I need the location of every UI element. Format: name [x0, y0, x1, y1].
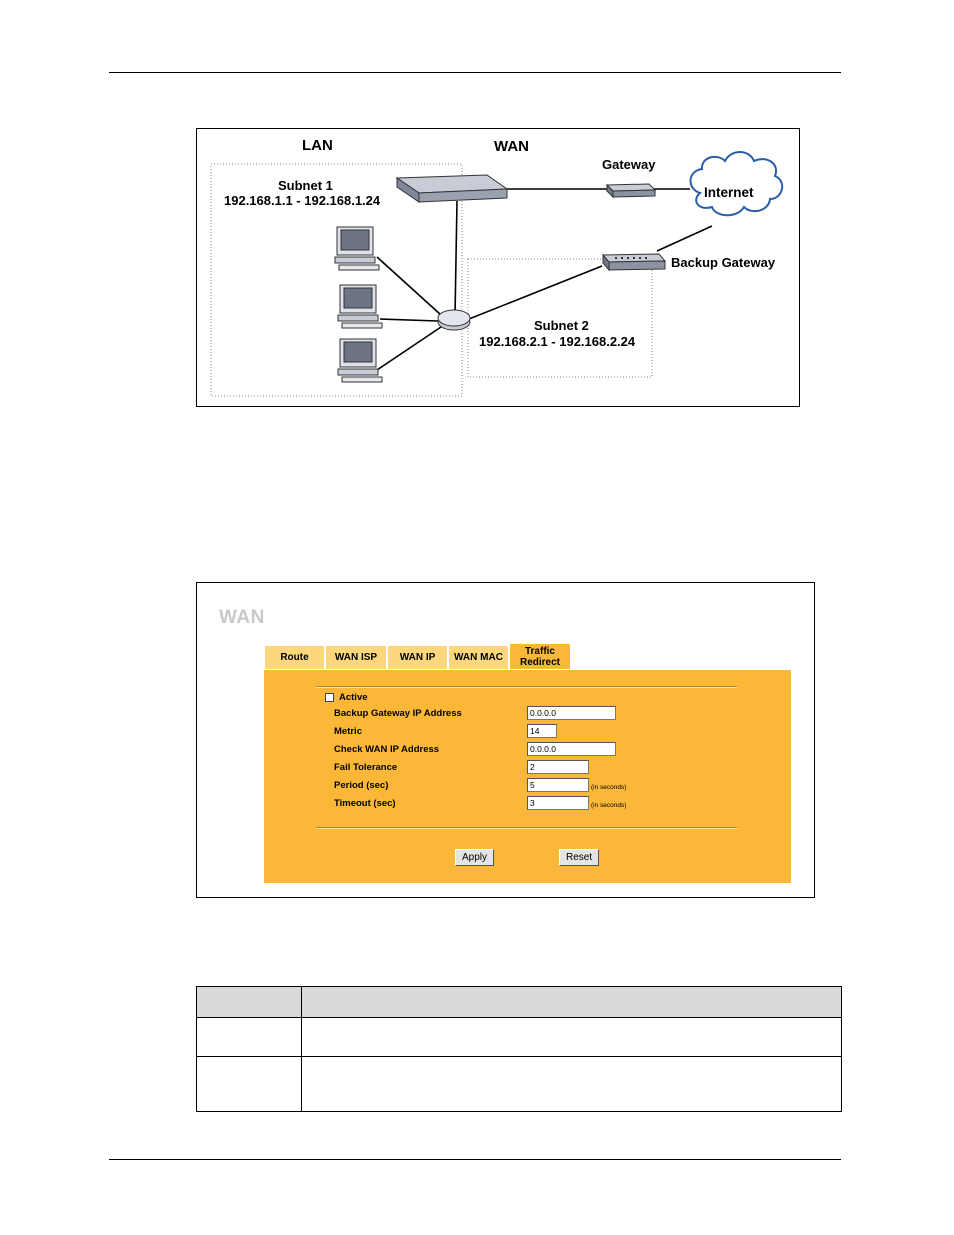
subnet1-range: 192.168.1.1 - 192.168.1.24 — [224, 193, 380, 208]
traffic-redirect-panel: Active Backup Gateway IP Address Metric … — [264, 670, 791, 883]
table-cell — [302, 1018, 842, 1057]
period-label: Period (sec) — [334, 780, 388, 791]
internet-cloud-icon — [690, 152, 782, 215]
metric-input[interactable] — [527, 724, 557, 738]
tab-route[interactable]: Route — [264, 645, 325, 669]
wan-label: WAN — [494, 138, 529, 155]
tab-traffic-redirect-line1: Traffic — [525, 646, 555, 657]
tab-wan-isp[interactable]: WAN ISP — [325, 645, 387, 669]
subnet2-range: 192.168.2.1 - 192.168.2.24 — [479, 334, 635, 349]
timeout-label: Timeout (sec) — [334, 798, 396, 809]
table-row — [197, 1018, 842, 1057]
table-cell — [197, 1057, 302, 1112]
fail-tolerance-label: Fail Tolerance — [334, 762, 397, 773]
tab-traffic-redirect-line2: Redirect — [520, 657, 560, 668]
table-row — [197, 1057, 842, 1112]
page-title: WAN — [219, 607, 265, 629]
metric-label: Metric — [334, 726, 362, 737]
tab-wan-ip[interactable]: WAN IP — [387, 645, 448, 669]
reset-button[interactable]: Reset — [559, 849, 599, 866]
gateway-label: Gateway — [602, 157, 655, 172]
header-rule — [109, 72, 841, 73]
backup-gateway-icon — [603, 254, 665, 270]
subnet1-name: Subnet 1 — [278, 178, 333, 193]
active-checkbox[interactable] — [325, 693, 334, 702]
description-table — [196, 986, 842, 1112]
timeout-note: (in seconds) — [591, 802, 626, 809]
fail-tolerance-input[interactable] — [527, 760, 589, 774]
period-input[interactable] — [527, 778, 589, 792]
backup-gateway-ip-label: Backup Gateway IP Address — [334, 708, 462, 719]
hub-icon — [438, 310, 470, 330]
footer-rule — [109, 1159, 841, 1160]
timeout-input[interactable] — [527, 796, 589, 810]
tab-traffic-redirect[interactable]: Traffic Redirect — [509, 643, 571, 669]
wan-screen: WAN Route WAN ISP WAN IP WAN MAC Traffic… — [196, 582, 815, 898]
check-wan-ip-input[interactable] — [527, 742, 616, 756]
table-header-cell — [302, 987, 842, 1018]
active-label: Active — [339, 692, 368, 703]
subnet2-name: Subnet 2 — [534, 318, 589, 333]
top-divider — [316, 686, 737, 688]
tab-wan-mac[interactable]: WAN MAC — [448, 645, 509, 669]
computer-icons — [335, 227, 382, 382]
bottom-divider — [316, 827, 737, 829]
table-header-cell — [197, 987, 302, 1018]
table-cell — [197, 1018, 302, 1057]
tab-bar: Route WAN ISP WAN IP WAN MAC Traffic Red… — [264, 643, 571, 669]
router-icon — [397, 175, 507, 202]
lan-label: LAN — [302, 137, 333, 154]
period-note: (in seconds) — [591, 784, 626, 791]
check-wan-ip-label: Check WAN IP Address — [334, 744, 439, 755]
network-diagram: LAN WAN Gateway Internet Backup Gateway … — [196, 128, 800, 407]
backup-gateway-ip-input[interactable] — [527, 706, 616, 720]
internet-label: Internet — [704, 185, 754, 200]
apply-button[interactable]: Apply — [455, 849, 494, 866]
table-cell — [302, 1057, 842, 1112]
gateway-icon — [607, 184, 655, 197]
table-header-row — [197, 987, 842, 1018]
backup-gateway-label: Backup Gateway — [671, 255, 775, 270]
